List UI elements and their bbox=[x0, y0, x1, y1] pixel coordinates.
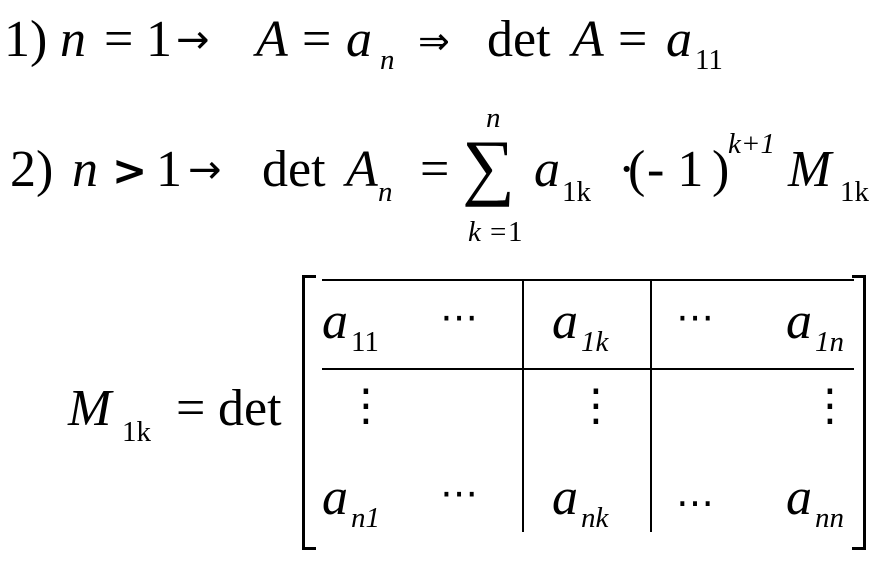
exponent-k-plus-1: k+1 bbox=[728, 128, 775, 160]
item-number-2: 2) bbox=[10, 141, 54, 198]
horizontal-ellipsis: ⋯ bbox=[676, 295, 714, 339]
matrix-entry: a bbox=[786, 469, 812, 526]
horizontal-ellipsis: ⋯ bbox=[440, 295, 478, 339]
equals-sign: = bbox=[176, 380, 206, 437]
sum-lower-equals: = bbox=[490, 216, 507, 248]
vertical-ellipsis: ⋮ bbox=[574, 380, 618, 431]
matrix-entry-subscript: nk bbox=[581, 502, 609, 534]
var-M: M bbox=[788, 141, 832, 198]
left-bracket-top-tick bbox=[302, 275, 316, 278]
greater-than-sign: > bbox=[112, 146, 148, 195]
matrix-entry: a bbox=[552, 469, 578, 526]
value-one: 1 bbox=[146, 11, 172, 68]
det-operator: det bbox=[218, 380, 282, 437]
left-paren: ( bbox=[628, 141, 646, 198]
subscript-1k: 1k bbox=[122, 416, 151, 448]
var-a: a bbox=[346, 11, 372, 68]
subscript-11: 11 bbox=[695, 44, 723, 76]
det-operator: det bbox=[487, 11, 551, 68]
sigma-sum-icon: ∑ bbox=[462, 126, 515, 208]
sum-upper-limit: n bbox=[486, 102, 501, 134]
var-a: a bbox=[666, 11, 692, 68]
right-arrow-icon: → bbox=[176, 17, 210, 63]
subscript-1k: 1k bbox=[840, 176, 869, 208]
matrix-entry-subscript: 11 bbox=[351, 326, 379, 358]
matrix-entry: a bbox=[322, 469, 348, 526]
matrix-entry: a bbox=[322, 293, 348, 350]
right-paren: ) bbox=[712, 141, 730, 198]
equals-sign: = bbox=[420, 141, 450, 198]
left-bracket-bottom-tick bbox=[302, 547, 316, 550]
matrix-entry: a bbox=[552, 293, 578, 350]
vertical-ellipsis: ⋮ bbox=[808, 380, 852, 431]
horizontal-ellipsis: ⋯ bbox=[440, 471, 478, 515]
horizontal-ellipsis: … bbox=[676, 471, 714, 515]
matrix-entry-subscript: nn bbox=[815, 502, 844, 534]
var-A: A bbox=[256, 11, 288, 68]
equals-sign: = bbox=[618, 11, 648, 68]
var-A: A bbox=[572, 11, 604, 68]
var-n: n bbox=[72, 141, 98, 198]
var-a: a bbox=[534, 141, 560, 198]
vertical-ellipsis: ⋮ bbox=[344, 380, 388, 431]
implies-arrow-icon: ⇒ bbox=[418, 19, 450, 63]
column-k-left-line bbox=[522, 279, 524, 532]
subscript-1k: 1k bbox=[562, 176, 591, 208]
row-1-top-line bbox=[322, 279, 854, 281]
minus-one: - 1 bbox=[647, 141, 704, 198]
var-M: M bbox=[68, 380, 112, 437]
right-bracket-bottom-tick bbox=[852, 547, 866, 550]
det-operator: det bbox=[262, 141, 326, 198]
matrix-entry: a bbox=[786, 293, 812, 350]
sum-lower-value: 1 bbox=[508, 216, 523, 248]
var-n: n bbox=[60, 11, 86, 68]
subscript-n: n bbox=[378, 176, 393, 208]
equals-sign: = bbox=[302, 11, 332, 68]
multiply-dot: · bbox=[618, 141, 636, 198]
subscript-n: n bbox=[380, 44, 395, 76]
equals-sign: = bbox=[104, 11, 134, 68]
var-A: A bbox=[346, 141, 378, 198]
right-bracket-top-tick bbox=[852, 275, 866, 278]
row-1-bottom-line bbox=[322, 368, 854, 370]
matrix-entry-subscript: n1 bbox=[351, 502, 380, 534]
right-arrow-icon: → bbox=[188, 147, 222, 193]
column-k-right-line bbox=[650, 279, 652, 532]
item-number-1: 1) bbox=[4, 11, 48, 68]
right-bracket bbox=[863, 275, 866, 550]
left-bracket bbox=[302, 275, 305, 550]
value-one: 1 bbox=[156, 141, 182, 198]
sum-lower-index: k bbox=[468, 216, 481, 248]
matrix-entry-subscript: 1n bbox=[815, 326, 844, 358]
matrix-entry-subscript: 1k bbox=[581, 326, 609, 358]
